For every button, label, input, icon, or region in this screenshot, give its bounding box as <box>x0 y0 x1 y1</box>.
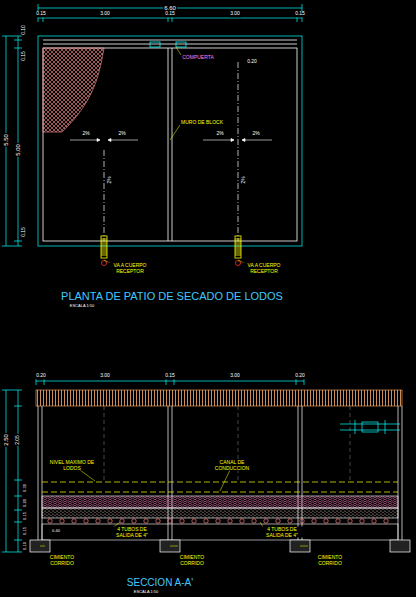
pipe-section <box>60 519 64 523</box>
pipe-section <box>84 519 88 523</box>
pipe-section <box>276 519 280 523</box>
note-text: MURO DE BLOCK <box>180 120 224 126</box>
pipe-section <box>252 519 256 523</box>
section-view <box>2 377 410 552</box>
drawing-title: PLANTA DE PATIO DE SECADO DE LODOS <box>60 290 284 302</box>
pipe-section <box>288 519 292 523</box>
dimension-text: 0.20 <box>294 373 306 379</box>
pipe-section <box>384 519 388 523</box>
dimension-text: 0.15 <box>164 373 176 379</box>
dimension-text: 0.20 <box>246 59 258 65</box>
note-text: 4 TUBOS DE SALIDA DE 4" <box>109 527 155 538</box>
pipe-section <box>264 519 268 523</box>
dimension-text: 0.15 <box>23 526 27 536</box>
dimension-text: 0.10 <box>21 24 27 36</box>
dimension-text: 0.15 <box>294 11 306 17</box>
pipe-section <box>168 519 172 523</box>
pipe-section <box>228 519 232 523</box>
pipe-section <box>360 519 364 523</box>
dimension-text: 3.00 <box>99 11 111 17</box>
dimension-text: 0.20 <box>35 373 47 379</box>
pipe-section <box>96 519 100 523</box>
note-text: CIMIENTO CORRIDO <box>309 555 351 566</box>
dimension-text: 2.50 <box>3 433 10 447</box>
dimension-text: 0.15 <box>164 11 176 17</box>
dimension-text: 3.00 <box>229 11 241 17</box>
pipe-section <box>240 519 244 523</box>
note-text: 4 TUBOS DE SALIDA DE 4" <box>259 527 305 538</box>
pipe-section <box>120 519 124 523</box>
slope-text: 2% <box>81 131 90 137</box>
note-text: VA A CUERPO RECEPTOR <box>242 263 286 274</box>
pipe-section <box>300 519 304 523</box>
dimension-text: 0.30 <box>23 483 27 493</box>
scale-text: ESCALA 1:50 <box>69 304 95 308</box>
pipe-section <box>156 519 160 523</box>
note-text: VA A CUERPO RECEPTOR <box>108 263 152 274</box>
pipe-section <box>372 519 376 523</box>
note-text: CIMIENTO CORRIDO <box>171 555 213 566</box>
pipe-section <box>72 519 76 523</box>
dimension-text: 0.15 <box>23 511 27 521</box>
dimension-text: 5.50 <box>3 133 10 147</box>
note-text: CIMIENTO CORRIDO <box>41 555 83 566</box>
pipe-section <box>216 519 220 523</box>
dimension-text: 0.40 <box>51 529 61 533</box>
scale-text: ESCALA 1:50 <box>133 590 159 594</box>
note-text: NIVEL MAXIMO DE LODOS <box>46 460 98 471</box>
dimension-text: 3.00 <box>229 373 241 379</box>
pipe-section <box>348 519 352 523</box>
slope-text: 2% <box>117 131 126 137</box>
drawing-title: SECCION A-A' <box>126 577 194 588</box>
note-text: COMPUERTA <box>181 55 214 61</box>
slope-text: 2% <box>215 131 224 137</box>
dimension-text: 5.00 <box>15 143 22 157</box>
dimension-text: 0.10 <box>23 541 27 551</box>
pipe-section <box>312 519 316 523</box>
note-text: CANAL DE CONDUCCION <box>204 460 261 471</box>
pipe-section <box>336 519 340 523</box>
dimension-text: 3.00 <box>99 373 111 379</box>
dimension-text: 0.20 <box>23 498 27 508</box>
pipe-section <box>204 519 208 523</box>
detail-small <box>340 420 400 434</box>
dimension-text: 0.15 <box>35 11 47 17</box>
slope-text: 2% <box>251 131 260 137</box>
dimension-text: 0.15 <box>21 50 27 62</box>
pipe-section <box>144 519 148 523</box>
slope-text: 2% <box>241 175 247 184</box>
pipe-section <box>108 519 112 523</box>
pipe-section <box>192 519 196 523</box>
plan-view <box>2 4 302 266</box>
dimension-text: 2.05 <box>15 434 21 446</box>
pipe-section <box>324 519 328 523</box>
pipe-section <box>180 519 184 523</box>
pipe-section <box>48 519 52 523</box>
pipe-section <box>132 519 136 523</box>
dimension-text: 0.15 <box>21 226 27 238</box>
slope-text: 2% <box>107 175 113 184</box>
